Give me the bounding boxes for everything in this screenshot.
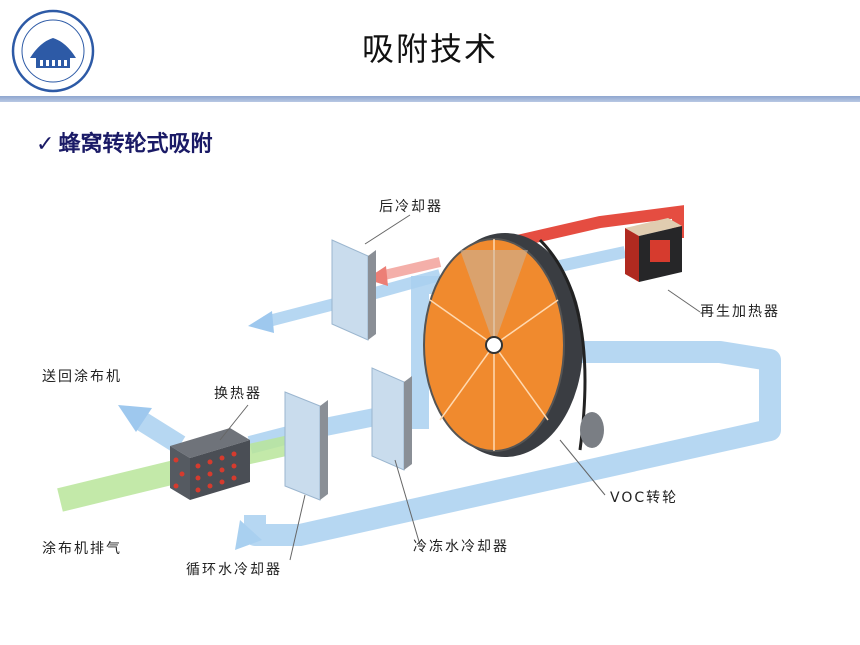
leader-after-cooler	[364, 214, 411, 245]
section-subtitle: ✓蜂窝转轮式吸附	[36, 126, 212, 158]
return-coater-arrow	[118, 405, 152, 432]
leader-heat-exchanger	[219, 404, 249, 441]
label-chilled-cooler: 冷冻水冷却器	[413, 539, 509, 555]
heat-exchanger-cube	[170, 428, 250, 500]
exhaust-to-exchanger-flow	[242, 435, 293, 465]
return-loop-arrow	[235, 520, 262, 550]
label-coater-exhaust: 涂布机排气	[42, 541, 122, 557]
label-regen-heater: 再生加热器	[700, 304, 780, 320]
leader-chilled-cooler	[394, 459, 421, 546]
university-logo	[11, 9, 95, 93]
header: 吸附技术	[0, 0, 860, 102]
return-coater-flow	[134, 411, 186, 454]
exhaust-inlet-flow	[57, 460, 178, 512]
after-cooler	[331, 239, 376, 341]
leader-regen-heater	[667, 289, 701, 313]
clean-air-arrow	[248, 311, 274, 333]
voc-wheel	[423, 233, 604, 457]
label-voc-wheel: VOC转轮	[610, 490, 679, 506]
label-after-cooler: 后冷却器	[379, 199, 443, 215]
page-title: 吸附技术	[361, 30, 498, 68]
label-circ-cooler: 循环水冷却器	[186, 562, 282, 578]
heat-exchanger-panel	[284, 391, 328, 501]
section-subtitle-text: 蜂窝转轮式吸附	[58, 132, 213, 157]
regeneration-return-arrow	[366, 266, 388, 286]
check-icon: ✓	[36, 132, 55, 157]
label-heat-exchanger: 换热器	[214, 386, 262, 402]
leader-circ-cooler	[289, 494, 306, 561]
regeneration-return-flow	[378, 257, 442, 281]
label-return-coater: 送回涂布机	[42, 369, 122, 385]
header-divider	[0, 96, 860, 102]
chilled-water-cooler-panel	[371, 367, 412, 471]
leader-voc-wheel	[559, 439, 606, 496]
return-loop-flow	[244, 341, 781, 546]
regeneration-heater	[625, 218, 682, 282]
